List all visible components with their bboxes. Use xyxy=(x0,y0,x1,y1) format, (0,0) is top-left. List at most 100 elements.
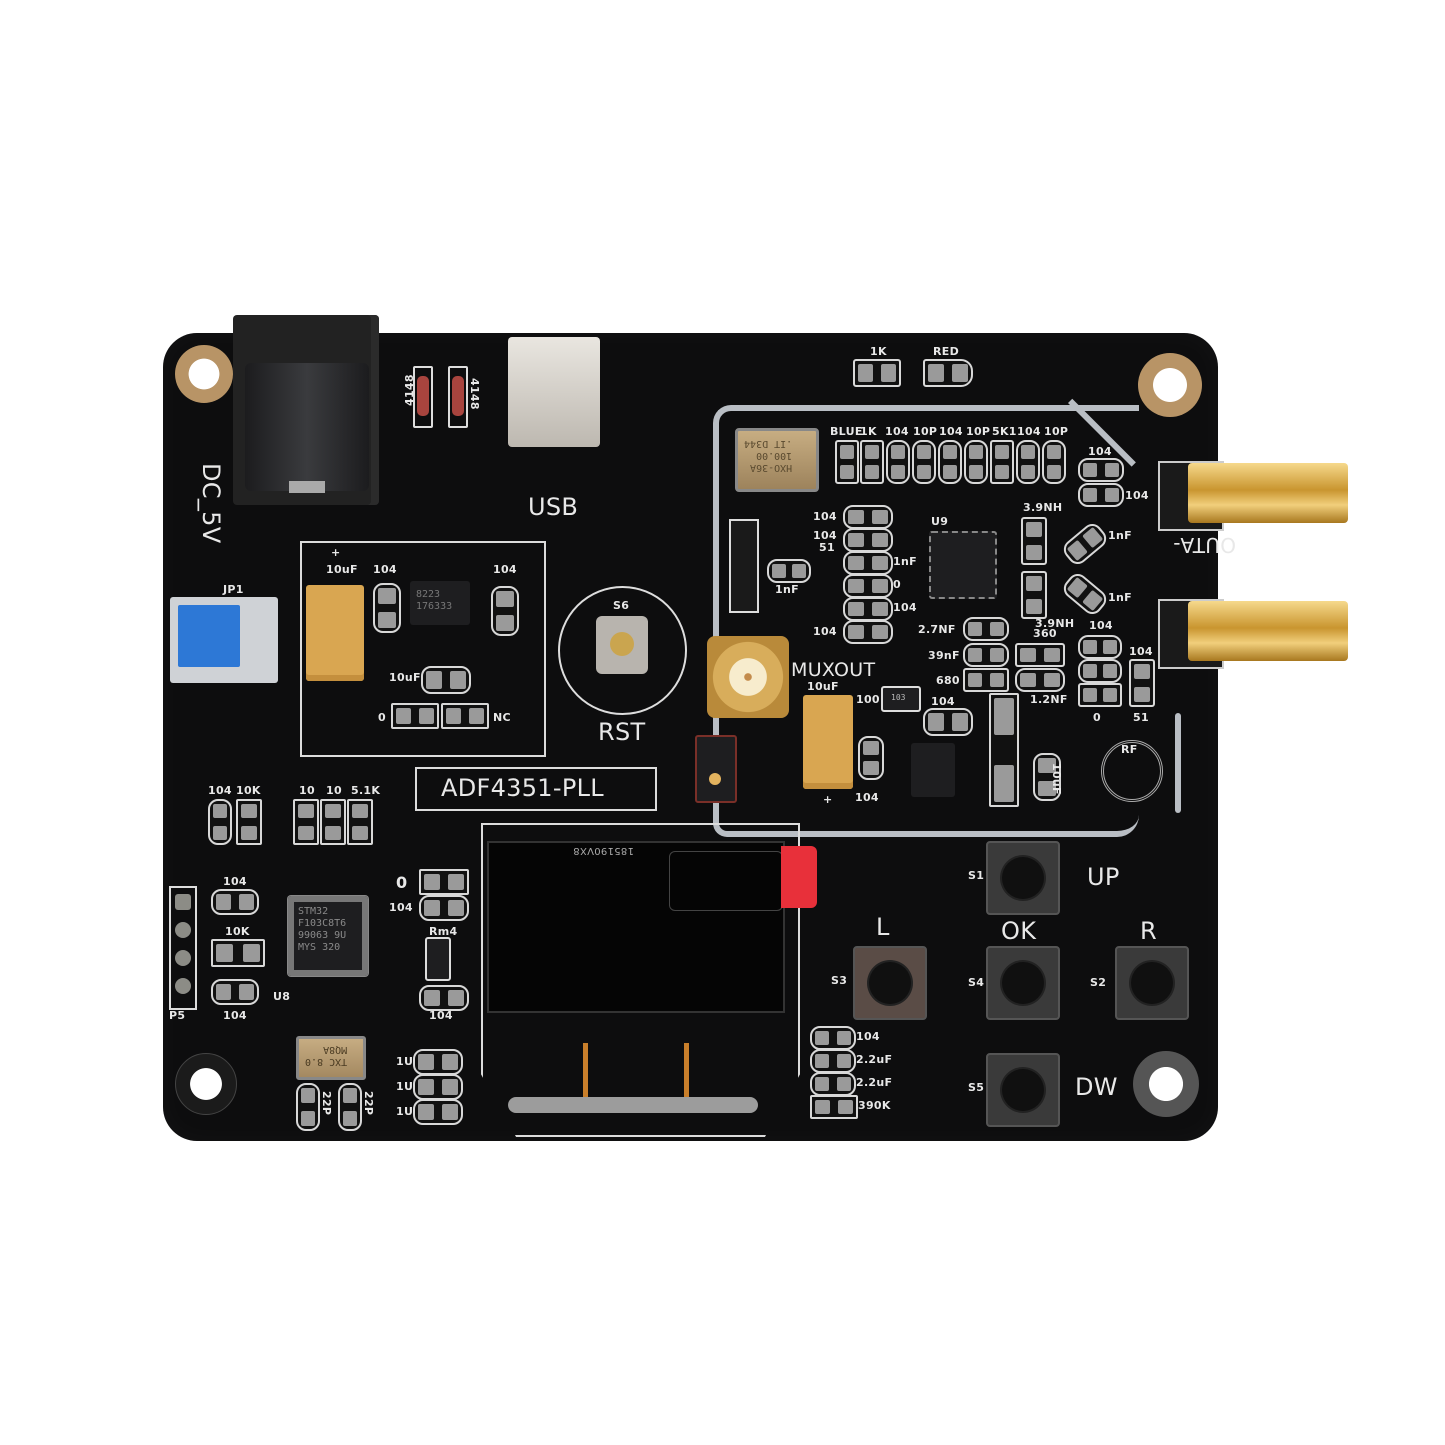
ldo-bypass-label: 104 xyxy=(931,695,955,708)
diode-d1 xyxy=(413,366,433,428)
mcu-top-part xyxy=(320,799,346,845)
rf-top-part xyxy=(1042,440,1066,484)
mcu-top-part xyxy=(236,799,262,845)
rf-logo-icon xyxy=(1101,740,1163,802)
mcu-left-part xyxy=(211,939,265,967)
ok-button[interactable] xyxy=(986,946,1060,1020)
usb-mini-connector[interactable] xyxy=(508,337,600,447)
left-button[interactable] xyxy=(853,946,927,1020)
out-net-label-2: 0 xyxy=(1093,711,1101,724)
ldo-output-label: 10uF xyxy=(1050,763,1063,795)
display-flex-cable xyxy=(583,1043,689,1105)
button-ref-s3: S3 xyxy=(831,974,848,987)
button-ref-s1: S1 xyxy=(968,869,985,882)
muxout-connector[interactable] xyxy=(707,636,789,718)
out-cap xyxy=(1078,458,1124,482)
reset-label: RST xyxy=(598,718,646,746)
down-button[interactable] xyxy=(986,1053,1060,1127)
down-button-label: DW xyxy=(1075,1073,1118,1101)
up-button[interactable] xyxy=(986,841,1060,915)
mcu-power-label-1: 1U xyxy=(396,1080,414,1093)
reset-switch-ref: S6 xyxy=(613,599,630,612)
left-button-label: L xyxy=(876,913,890,941)
rf-jumper-header[interactable] xyxy=(729,519,759,613)
mcu-top-part xyxy=(293,799,319,845)
rf-1nf-cap xyxy=(767,559,811,583)
jumper-label: JP1 xyxy=(223,583,244,596)
oled-display: 185190VX8 xyxy=(487,841,785,1013)
rf-logo-label: RF xyxy=(1121,743,1138,756)
power-jumper xyxy=(441,703,489,729)
mcu-power-label-2: 1U xyxy=(396,1105,414,1118)
film-pull-tab[interactable] xyxy=(781,846,817,908)
mcu-right-part xyxy=(419,895,469,921)
display-cap xyxy=(810,1049,856,1073)
inductor-l2 xyxy=(1021,571,1047,619)
loop-filter-part xyxy=(1015,668,1065,692)
rf-top-part xyxy=(886,440,910,484)
out-net-label-1: 104 xyxy=(1129,645,1153,658)
adf4351-ic xyxy=(929,531,997,599)
mcu-top-label-0: 10 xyxy=(299,784,315,797)
protective-film xyxy=(669,851,783,911)
resistor-array-ref: Rm4 xyxy=(429,925,458,938)
power-switch-jp1[interactable] xyxy=(170,597,278,683)
right-button[interactable] xyxy=(1115,946,1189,1020)
rf-top-part xyxy=(990,440,1014,484)
led-resistor-label: 1K xyxy=(870,345,887,358)
display-marking: 185190VX8 xyxy=(573,845,634,856)
right-button-label: R xyxy=(1140,917,1157,945)
power-jumper xyxy=(391,703,439,729)
crystal-load-label-1: 22P xyxy=(320,1091,333,1116)
rf-1nf-label: 1nF xyxy=(775,583,799,596)
sma-connector-outa-minus[interactable] xyxy=(1188,601,1348,661)
rf-top-label-6: 5K1 xyxy=(992,425,1017,438)
mounting-hole-top-left xyxy=(175,345,233,403)
diode-d2-label: 4148 xyxy=(468,378,481,410)
ok-button-label: OK xyxy=(1001,917,1037,945)
loop-filter-part xyxy=(963,668,1009,692)
rf-left-cap xyxy=(843,620,893,644)
display-cap-label-1: 2.2uF xyxy=(856,1053,893,1066)
rf-guard-right xyxy=(1175,713,1181,813)
rf-bypass-label: 104 xyxy=(855,791,879,804)
rf-left-label-4: 104 xyxy=(893,601,917,614)
power-cap-label-0: 104 xyxy=(373,563,397,576)
sma-connector-outa-plus[interactable] xyxy=(1188,463,1348,523)
out-cap-label-top: 104 xyxy=(1088,445,1112,458)
power-section-outline xyxy=(300,541,546,757)
mcu-power-label-0: 1U xyxy=(396,1055,414,1068)
up-button-label: UP xyxy=(1087,863,1120,891)
power-cap-label-2: 10uF xyxy=(389,671,421,684)
header-ref: P5 xyxy=(169,1009,186,1022)
rf-left-label-1: 104 xyxy=(813,529,837,542)
mcu-top-label-2: 5.1K xyxy=(351,784,381,797)
mcu-left-label-2: 104 xyxy=(223,1009,247,1022)
power-jumper-label-1: NC xyxy=(493,711,511,724)
ldo-bypass-cap xyxy=(923,708,973,736)
button-ref-s4: S4 xyxy=(968,976,985,989)
rf-top-part xyxy=(1016,440,1040,484)
mcu-right-label-2: 104 xyxy=(429,1009,453,1022)
reset-button[interactable] xyxy=(596,616,648,674)
p5-header[interactable] xyxy=(169,886,197,1010)
mounting-hole-bottom-right xyxy=(1133,1051,1199,1117)
rf-tantalum-label: 10uF xyxy=(807,680,839,693)
mcu-left-part xyxy=(211,979,259,1005)
rf-top-label-2: 104 xyxy=(885,425,909,438)
out-net-part xyxy=(1129,659,1155,707)
rf-tantalum-cap xyxy=(803,695,853,789)
rf-top-part xyxy=(912,440,936,484)
loop-filter-label-3: 360 xyxy=(1033,627,1057,640)
switch-knob[interactable] xyxy=(178,605,240,667)
power-tantalum-cap xyxy=(306,585,364,681)
rf-tantalum-polarity: + xyxy=(823,793,833,806)
mcu-resistor-array xyxy=(425,937,451,981)
mcu-ref: U8 xyxy=(273,990,291,1003)
rf-left-label-2: 1nF xyxy=(893,555,917,568)
